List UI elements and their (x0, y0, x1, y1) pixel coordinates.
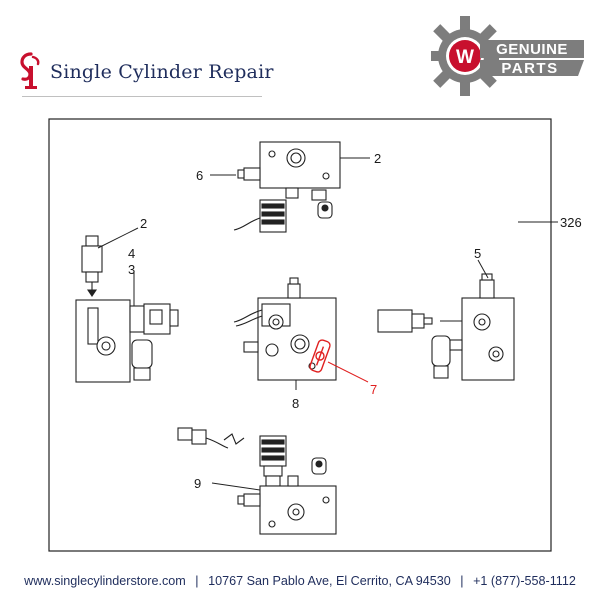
highlighted-part-7 (309, 339, 331, 373)
right-valve-assembly (377, 273, 515, 381)
callout-2-top: 2 (374, 151, 381, 166)
footer-phone[interactable]: +1 (877)-558-1112 (473, 574, 576, 588)
brand-name: Single Cylinder Repair (50, 61, 274, 83)
callout-2-left: 2 (140, 216, 147, 231)
footer-website-link[interactable]: www.singlecylinderstore.com (24, 574, 186, 588)
brand-divider (22, 96, 262, 97)
callout-7: 7 (370, 382, 377, 397)
callout-4: 4 (128, 246, 135, 261)
callout-8: 8 (292, 396, 299, 411)
badge-line2: PARTS (501, 60, 558, 77)
bottom-valve-assembly (177, 427, 337, 535)
callout-326-box: 326 (552, 215, 582, 230)
callout-9: 9 (194, 476, 201, 491)
footer-separator: | (195, 574, 199, 588)
badge-letter: W (456, 47, 474, 68)
top-valve-assembly (233, 141, 341, 233)
left-valve-assembly (75, 235, 179, 383)
genuine-parts-badge: W GENUINE PARTS (431, 16, 584, 96)
footer-separator: | (460, 574, 464, 588)
footer-contact: www.singlecylinderstore.com | 10767 San … (0, 574, 600, 588)
badge-line1: GENUINE (496, 41, 568, 58)
brand-logo-icon (20, 52, 40, 89)
callout-326: 326 (560, 215, 582, 230)
footer-address: 10767 San Pablo Ave, El Cerrito, CA 9453… (208, 574, 451, 588)
center-valve-assembly (233, 277, 337, 381)
brand-header: Single Cylinder Repair (18, 52, 274, 92)
parts-diagram: 2 6 2 4 3 5 8 7 9 (48, 118, 552, 552)
callout-6: 6 (196, 168, 203, 183)
callout-3: 3 (128, 262, 135, 277)
callout-5: 5 (474, 246, 481, 261)
